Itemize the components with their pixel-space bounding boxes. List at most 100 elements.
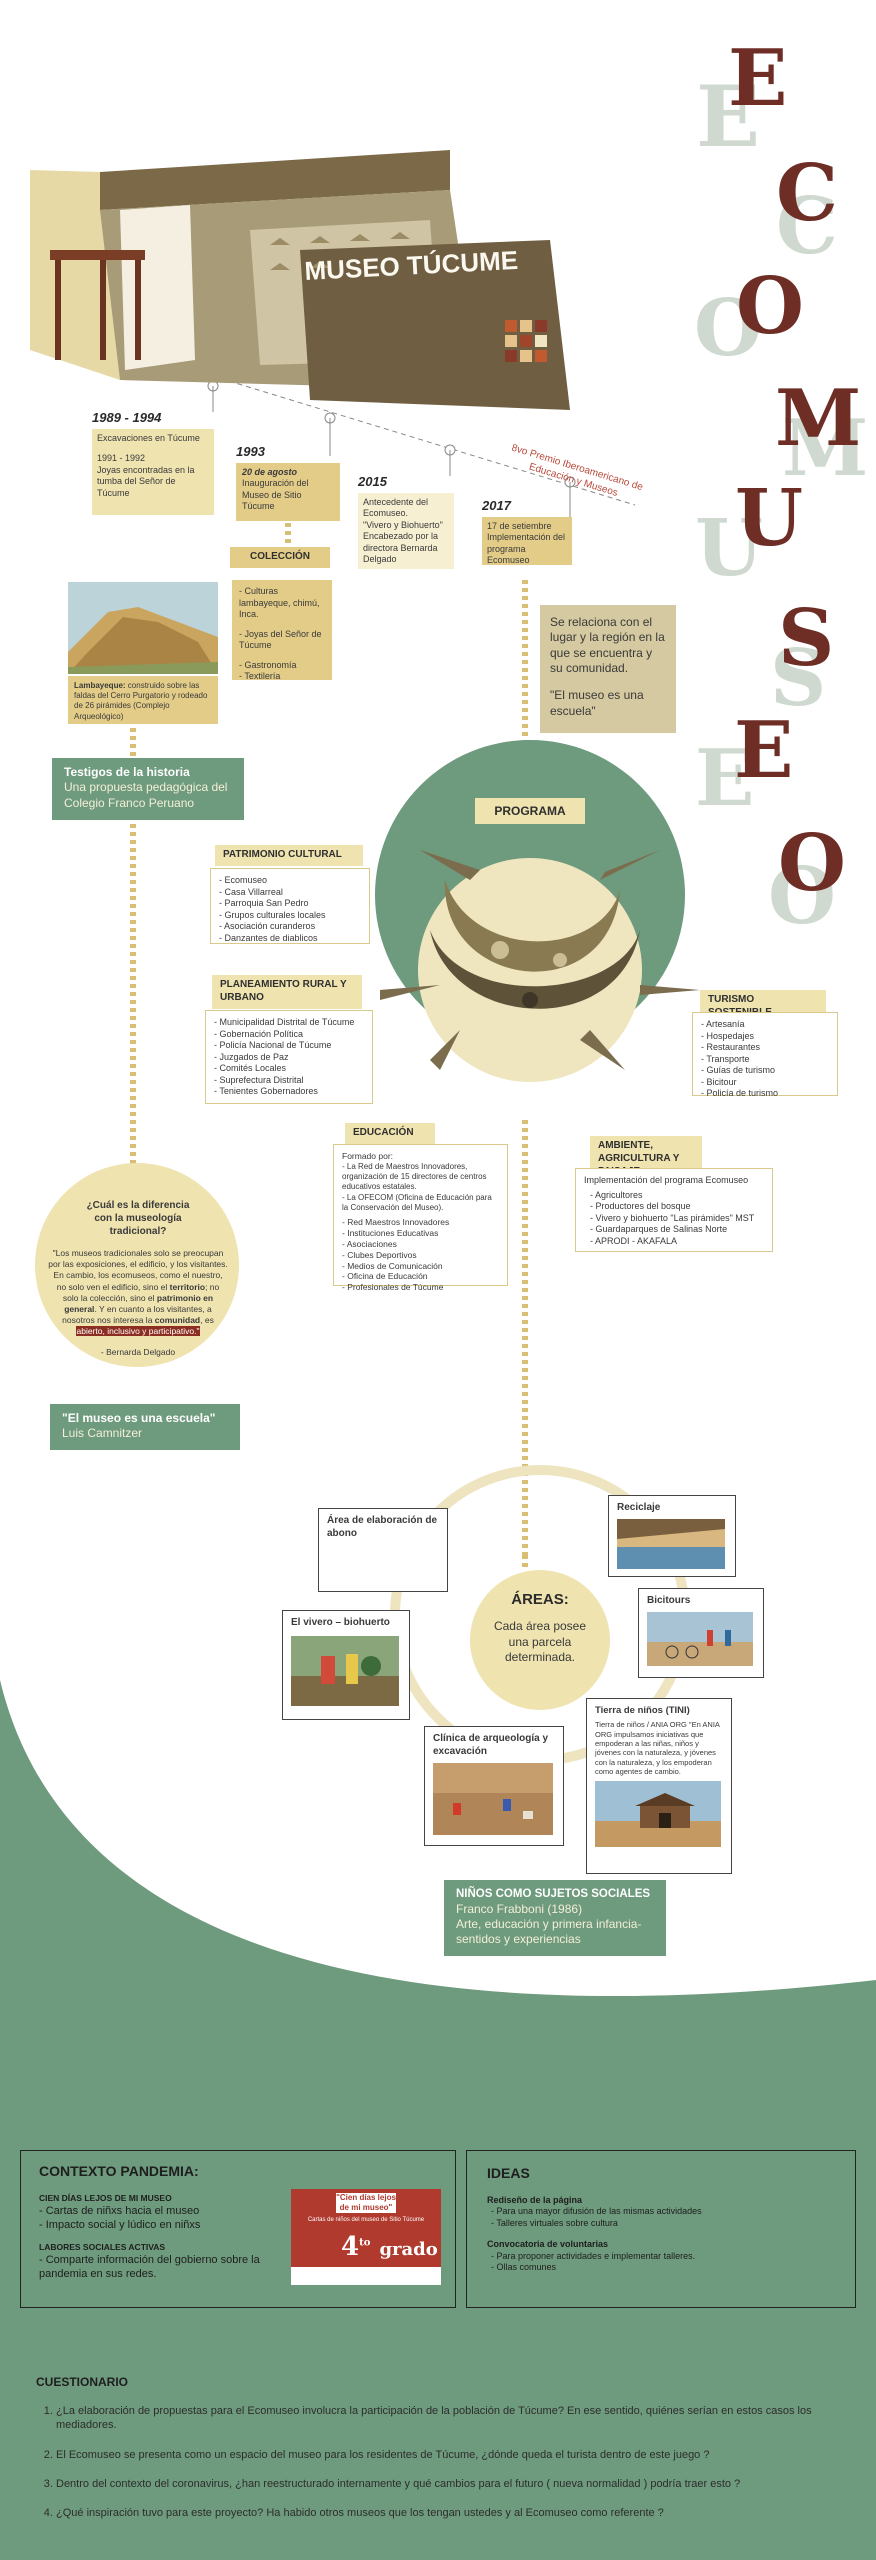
title-letter-6: S [778, 593, 835, 684]
title-letter-3: O [736, 261, 804, 352]
area-bicitours: Bicitours [638, 1588, 764, 1678]
timeline-2017: 2017 17 de setiembre Implementación del … [482, 498, 572, 565]
turismo-item: Artesanía [701, 1019, 829, 1031]
lambayeque-photo [68, 582, 218, 674]
coleccion-box: Culturas lambayeque, chimú, Inca. Joyas … [232, 580, 332, 683]
educacion-item: La OFECOM (Oficina de Educación para la … [342, 1193, 499, 1213]
timeline-2015: 2015 Antecedente del Ecomuseo. "Vivero y… [358, 474, 454, 569]
timeline-line-text: 1991 - 1992 [97, 453, 146, 464]
patrimonio-title: PATRIMONIO CULTURAL [215, 845, 363, 866]
educacion-box: Formado por: La Red de Maestros Innovado… [333, 1144, 508, 1292]
title-letter-shadow-5: U [695, 503, 764, 594]
areas-center [470, 1570, 610, 1710]
timeline-line [159, 359, 636, 506]
patrimonio-item: Grupos culturales locales [219, 910, 361, 922]
timeline-year: 1989 - 1994 [92, 410, 162, 425]
educacion-item: Red Maestros Innovadores [342, 1217, 499, 1228]
timeline-year: 1993 [236, 444, 265, 459]
title-letter-shadow-8: O [768, 851, 836, 942]
museologia-circle [35, 1163, 239, 1367]
title-letter-7: E [734, 705, 794, 796]
patrimonio-box: Ecomuseo Casa Villarreal Parroquia San P… [210, 868, 370, 944]
cuestionario-question: ¿Qué inspiración tuvo para este proyecto… [56, 2506, 848, 2520]
patrimonio-item: Asociación curanderos [219, 921, 361, 933]
ideas-item: Ollas comunes [491, 2262, 835, 2274]
title-letter-shadow-2: C [776, 181, 839, 272]
relaciona-box: Se relaciona con el lugar y la región en… [540, 605, 676, 733]
planeamiento-title: PLANEAMIENTO RURAL Y URBANO [212, 975, 362, 1009]
title-letter-4: M [775, 373, 862, 464]
title-letter-shadow-3: O [694, 283, 762, 374]
title-letter-2: C [776, 148, 839, 239]
area-clinica: Clínica de arqueología y excavación [424, 1726, 564, 1846]
coleccion-title: COLECCIÓN [230, 547, 330, 568]
cuestionario: CUESTIONARIO ¿La elaboración de propuest… [36, 2375, 848, 2535]
bicitours-photo [647, 1611, 753, 1666]
cuestionario-question: El Ecomuseo se presenta como un espacio … [56, 2448, 848, 2462]
tini-photo [595, 1781, 721, 1848]
ambiente-item: APRODI - AKAFALA [590, 1236, 764, 1248]
clinica-photo [433, 1762, 553, 1835]
planeamiento-item: Juzgados de Paz [214, 1052, 364, 1064]
timeline-line-text: Joyas encontradas en la tumba del Señor … [97, 464, 195, 498]
planeamiento-item: Tenientes Gobernadores [214, 1086, 364, 1098]
patrimonio-item: Danzantes de diablicos [219, 933, 361, 945]
educacion-item: Oficina de Educación [342, 1271, 499, 1282]
crescent-ornament [380, 850, 700, 1070]
areas-center-text: ÁREAS: Cada área posee una parcela deter… [493, 1591, 587, 1664]
title-letter-shadow-6: S [770, 633, 827, 724]
coleccion-item: Culturas lambayeque, chimú, Inca. [239, 586, 325, 621]
turismo-box: Artesanía Hospedajes Restaurantes Transp… [692, 1012, 838, 1098]
pandemia-item: Cartas de niñxs hacia el museo [39, 2204, 437, 2218]
ambiente-item: Vivero y biohuerto "Las pirámides" MST [590, 1213, 764, 1225]
area-vivero: El vivero – biohuerto [282, 1610, 410, 1720]
title-letter-shadow-4: M [782, 403, 869, 494]
educacion-item: Profesionales de Túcume [342, 1282, 499, 1293]
coleccion-item: Gastronomía [239, 660, 325, 672]
turismo-item: Bicitour [701, 1077, 829, 1089]
patrimonio-item: Ecomuseo [219, 875, 361, 887]
programa-label: PROGRAMA [475, 798, 585, 824]
educacion-item: La Red de Maestros Innovadores, organiza… [342, 1162, 499, 1193]
timeline-year: 2015 [358, 474, 387, 489]
educacion-item: Medios de Comunicación [342, 1261, 499, 1272]
ambiente-item: Agricultores [590, 1190, 764, 1202]
vivero-photo [291, 1635, 399, 1706]
pandemia-box: CONTEXTO PANDEMIA: CIEN DÍAS LEJOS DE MI… [20, 2150, 456, 2308]
cuestionario-question: ¿La elaboración de propuestas para el Ec… [56, 2404, 848, 2432]
planeamiento-item: Policía Nacional de Túcume [214, 1040, 364, 1052]
educacion-title: EDUCACIÓN [345, 1123, 435, 1144]
turismo-item: Transporte [701, 1054, 829, 1066]
camnitzer-box: "El museo es una escuela" Luis Camnitzer [50, 1404, 240, 1450]
coleccion-item: Textilería [239, 671, 325, 683]
reciclaje-photo [617, 1518, 725, 1569]
planeamiento-item: Gobernación Política [214, 1029, 364, 1041]
title-letter-shadow-7: E [695, 733, 755, 824]
cuestionario-question: Dentro del contexto del coronavirus, ¿ha… [56, 2477, 848, 2491]
museo-illustration: MUSEO TÚCUME [30, 150, 570, 410]
patrimonio-item: Casa Villarreal [219, 887, 361, 899]
turismo-item: Restaurantes [701, 1042, 829, 1054]
planeamiento-item: Municipalidad Distrital de Túcume [214, 1017, 364, 1029]
timeline-line-text: Excavaciones en Túcume [97, 432, 200, 443]
pandemia-item: Impacto social y lúdico en niñxs [39, 2218, 437, 2232]
testigos-box: Testigos de la historia Una propuesta pe… [52, 758, 244, 820]
ideas-item: Para una mayor difusión de las mismas ac… [491, 2206, 835, 2218]
planeamiento-item: Comités Locales [214, 1063, 364, 1075]
area-tini: Tierra de niños (TINI) Tierra de niños /… [586, 1698, 732, 1874]
educacion-item: Clubes Deportivos [342, 1250, 499, 1261]
area-abono: Área de elaboración de abono [318, 1508, 448, 1592]
ideas-item: Para proponer actividades e implementar … [491, 2251, 835, 2263]
ideas-box: IDEAS Rediseño de la página Para una may… [466, 2150, 856, 2308]
timeline-year: 2017 [482, 498, 511, 513]
title-letter-8: O [778, 818, 846, 909]
ambiente-box: Implementación del programa Ecomuseo Agr… [575, 1168, 773, 1252]
turismo-item: Policía de turismo [701, 1088, 829, 1100]
ambiente-item: Productores del bosque [590, 1201, 764, 1213]
coleccion-item: Joyas del Señor de Túcume [239, 629, 325, 652]
pandemia-item: Comparte información del gobierno sobre … [39, 2253, 289, 2281]
planeamiento-item: Suprefectura Distrital [214, 1075, 364, 1087]
turismo-item: Hospedajes [701, 1031, 829, 1043]
ambiente-item: Guardaparques de Salinas Norte [590, 1224, 764, 1236]
